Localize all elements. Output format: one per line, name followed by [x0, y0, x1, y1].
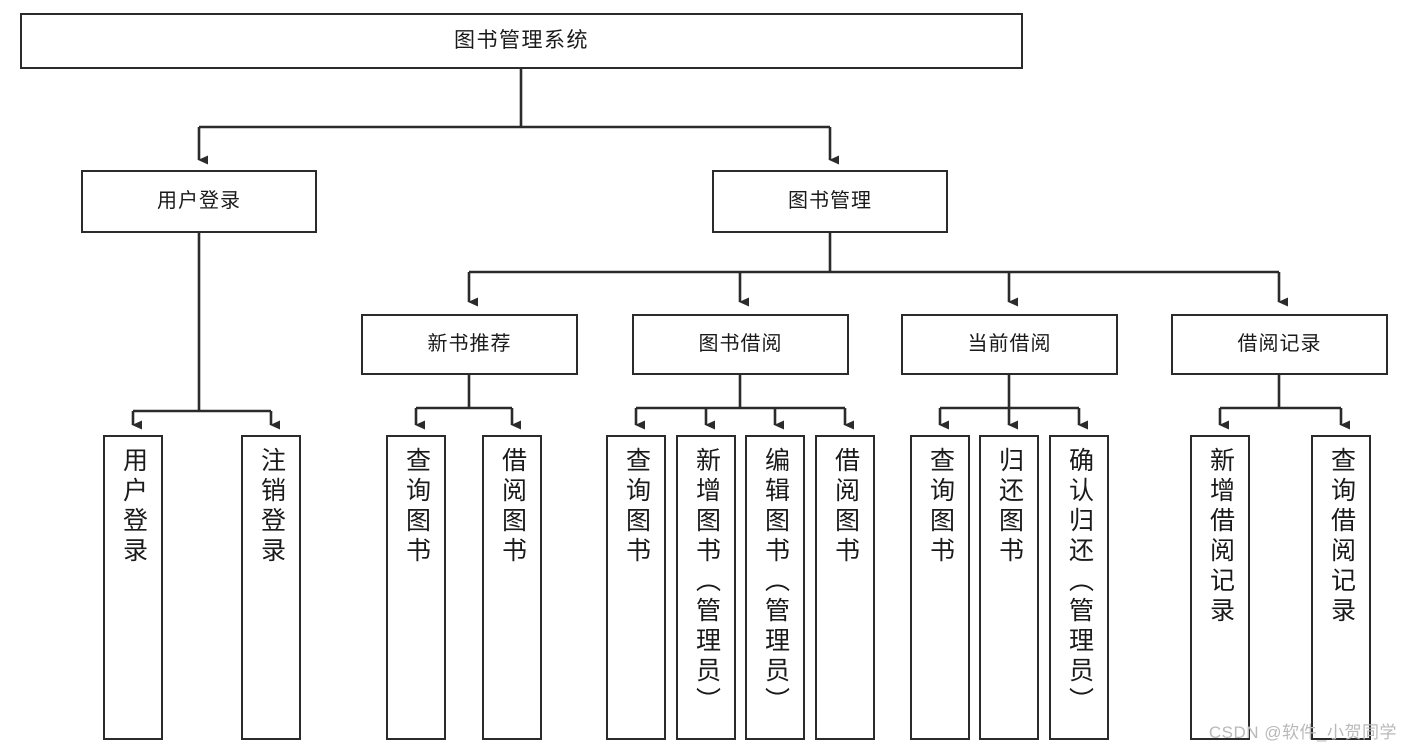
node-label: 用户登录	[119, 447, 148, 567]
node-label: 查询图书	[926, 447, 955, 567]
leaf-borrow-book-2[interactable]: 借阅图书	[815, 435, 875, 740]
node-label: 图书管理	[788, 189, 872, 212]
leaf-user-logout[interactable]: 注销登录	[241, 435, 301, 740]
leaf-query-book-3[interactable]: 查询图书	[910, 435, 970, 740]
node-label: 新增图书（管理员）	[692, 447, 721, 717]
leaf-confirm-return-admin[interactable]: 确认归还（管理员）	[1049, 435, 1109, 740]
node-label: 归还图书	[995, 447, 1024, 567]
node-label: 查询图书	[402, 447, 431, 567]
node-label: 新书推荐	[427, 332, 512, 355]
node-new-book-recommend[interactable]: 新书推荐	[361, 314, 578, 375]
leaf-user-login[interactable]: 用户登录	[103, 435, 163, 740]
leaf-add-book-admin[interactable]: 新增图书（管理员）	[676, 435, 736, 740]
node-label: 用户登录	[157, 189, 241, 212]
leaf-edit-book-admin[interactable]: 编辑图书（管理员）	[745, 435, 805, 740]
node-borrow-record[interactable]: 借阅记录	[1171, 314, 1388, 375]
node-label: 图书管理系统	[454, 28, 589, 52]
node-label: 确认归还（管理员）	[1065, 447, 1094, 717]
leaf-borrow-book-1[interactable]: 借阅图书	[482, 435, 542, 740]
node-label: 图书借阅	[698, 332, 783, 355]
watermark-text: CSDN @软件_小贺同学	[1208, 723, 1397, 742]
node-book-management[interactable]: 图书管理	[712, 170, 948, 233]
leaf-add-borrow-record[interactable]: 新增借阅记录	[1190, 435, 1250, 740]
node-label: 编辑图书（管理员）	[761, 447, 790, 717]
node-user-login[interactable]: 用户登录	[81, 170, 317, 233]
node-label: 当前借阅	[967, 332, 1052, 355]
leaf-query-book-2[interactable]: 查询图书	[606, 435, 666, 740]
leaf-query-borrow-record[interactable]: 查询借阅记录	[1311, 435, 1371, 740]
node-label: 借阅图书	[831, 447, 860, 567]
node-root-book-management-system[interactable]: 图书管理系统	[20, 13, 1023, 69]
node-label: 借阅图书	[498, 447, 527, 567]
node-current-borrow[interactable]: 当前借阅	[901, 314, 1118, 375]
node-book-borrow[interactable]: 图书借阅	[632, 314, 849, 375]
node-label: 新增借阅记录	[1206, 447, 1235, 627]
node-label: 借阅记录	[1237, 332, 1322, 355]
node-label: 查询借阅记录	[1327, 447, 1356, 627]
node-label: 查询图书	[622, 447, 651, 567]
leaf-return-book[interactable]: 归还图书	[979, 435, 1039, 740]
leaf-query-book-1[interactable]: 查询图书	[386, 435, 446, 740]
node-label: 注销登录	[257, 447, 286, 567]
